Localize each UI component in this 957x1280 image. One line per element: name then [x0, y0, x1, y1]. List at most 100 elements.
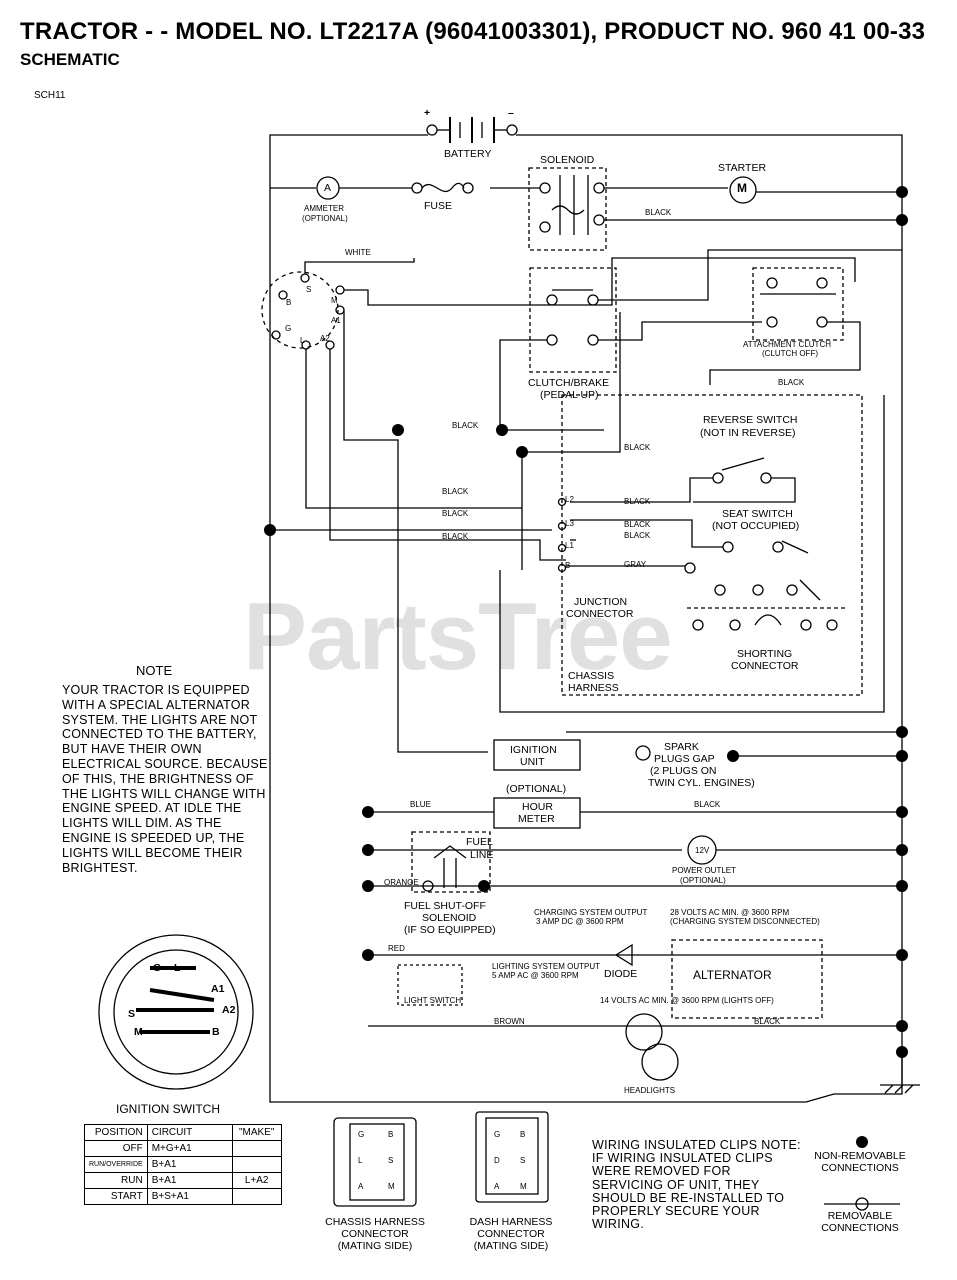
dash-pin-d: D [494, 1156, 500, 1165]
table-cell: RUN/OVERRIDE [84, 1156, 148, 1173]
chassis-label: CHASSIS [568, 670, 615, 682]
power-outlet-label: POWER OUTLET [672, 866, 737, 875]
legend-removable: REMOVABLE [827, 1210, 893, 1222]
headlights-label: HEADLIGHTS [624, 1086, 676, 1095]
dash-connector-outline [475, 1111, 549, 1203]
pin-a1: A1 [331, 316, 341, 325]
chassis-connector-label3: (MATING SIDE) [337, 1240, 413, 1252]
chassis-pin-b: B [388, 1130, 394, 1139]
dash-pin-a: A [494, 1182, 500, 1191]
table-cell [231, 1140, 282, 1157]
junction-pin-l2: L2 [565, 495, 574, 504]
table-row: START B+S+A1 [84, 1188, 282, 1205]
chassis-pin-a: A [358, 1182, 364, 1191]
ignition-unit-label2: UNIT [520, 756, 545, 768]
spark-gap-label: PLUGS GAP [654, 753, 715, 765]
solenoid-label: SOLENOID [540, 154, 595, 166]
note-text: YOUR TRACTOR IS EQUIPPED WITH A SPECIAL … [62, 683, 268, 875]
battery-symbol [426, 117, 518, 143]
table-row: RUN B+A1 L+A2 [84, 1172, 282, 1189]
table-cell: L+A2 [231, 1172, 282, 1189]
battery-label: BATTERY [444, 148, 492, 160]
spark-label: SPARK [664, 741, 699, 753]
fuel-line-label: LINE [470, 849, 494, 861]
wire-black-11: BLACK [754, 1017, 781, 1026]
hour-meter-optional: (OPTIONAL) [506, 783, 567, 795]
lighting-output-label: LIGHTING SYSTEM OUTPUT [492, 962, 601, 971]
wire-orange: ORANGE [384, 878, 419, 887]
chassis-connector-label: CHASSIS HARNESS [325, 1216, 425, 1228]
junction-pin-l3: L3 [565, 519, 574, 528]
pin-s: S [306, 285, 312, 294]
wire-black-8: BLACK [624, 531, 651, 540]
clips-note: WIRING INSULATED CLIPS NOTE: IF WIRING I… [592, 1138, 801, 1232]
not-occupied-label: (NOT OCCUPIED) [712, 520, 800, 532]
battery-minus-label: – [508, 107, 514, 119]
table-cell: B+A1 [146, 1156, 233, 1173]
power-outlet-optional: (OPTIONAL) [680, 876, 726, 885]
junction-connector-label: CONNECTOR [566, 608, 634, 620]
shorting-connector-label: CONNECTOR [731, 660, 799, 672]
table-header: CIRCUIT [146, 1124, 233, 1141]
watermark: PartsTree [243, 583, 673, 690]
table-header: "MAKE" [231, 1124, 282, 1141]
starter-motor-letter: M [737, 181, 747, 195]
hour-meter-label2: METER [518, 813, 555, 825]
12v-label: 12V [695, 846, 710, 855]
switch-terminal-l: L [174, 962, 181, 974]
dash-connector-label2: CONNECTOR [477, 1228, 545, 1240]
wire-black-5: BLACK [442, 532, 469, 541]
wire-black-4: BLACK [442, 509, 469, 518]
page-title: TRACTOR - - MODEL NO. LT2217A (960410033… [20, 18, 926, 45]
fuse-label: FUSE [424, 200, 453, 212]
wire-black-3: BLACK [442, 487, 469, 496]
attachment-clutch-label: ATTACHMENT CLUTCH [743, 340, 831, 349]
table-header: POSITION [84, 1124, 148, 1141]
ignition-switch-label: IGNITION SWITCH [116, 1102, 220, 1116]
wire-gray: GRAY [624, 560, 647, 569]
wire-blue: BLUE [410, 800, 431, 809]
light-switch-box [397, 964, 463, 1006]
ignition-switch-table: POSITION CIRCUIT "MAKE" OFF M+G+A1 RUN/O… [84, 1124, 282, 1205]
main-frame [269, 134, 903, 1103]
legend-non-removable: NON-REMOVABLE [814, 1150, 906, 1162]
switch-terminal-g: G [153, 962, 162, 974]
pin-b: B [286, 298, 292, 307]
wire-brown: BROWN [494, 1017, 525, 1026]
seat-switch-label: SEAT SWITCH [722, 508, 793, 520]
lights-ac-label: 14 VOLTS AC MIN. @ 3600 RPM (LIGHTS OFF) [600, 996, 774, 1005]
clutch-brake-label: CLUTCH/BRAKE [528, 377, 610, 389]
safety-switch-box [561, 394, 863, 696]
harness-label: HARNESS [568, 682, 619, 694]
ignition-unit-label: IGNITION [510, 744, 557, 756]
legend-removable2: CONNECTIONS [821, 1222, 899, 1234]
switch-terminal-m: M [134, 1026, 143, 1038]
dash-pin-g: G [494, 1130, 501, 1139]
ac-min-label2: (CHARGING SYSTEM DISCONNECTED) [670, 917, 820, 926]
junction-label: JUNCTION [574, 596, 628, 608]
sheet-id: SCH11 [34, 90, 66, 101]
wire-black-7: BLACK [624, 520, 651, 529]
diode-symbol [614, 943, 633, 967]
wire-black-10: BLACK [694, 800, 721, 809]
pin-m: M [331, 296, 338, 305]
table-row: OFF M+G+A1 [84, 1140, 282, 1157]
table-cell: RUN [84, 1172, 148, 1189]
legend-non-removable2: CONNECTIONS [821, 1162, 899, 1174]
spark-plugs-label: (2 PLUGS ON [650, 765, 717, 777]
shorting-label: SHORTING [737, 648, 793, 660]
hour-meter-box [493, 797, 581, 829]
ac-min-label: 28 VOLTS AC MIN. @ 3600 RPM [670, 908, 790, 917]
ammeter-label: AMMETER [304, 204, 344, 213]
hour-meter-label: HOUR [522, 801, 553, 813]
dash-connector-label3: (MATING SIDE) [473, 1240, 549, 1252]
wire-black-1: BLACK [452, 421, 479, 430]
table-cell [231, 1188, 282, 1205]
switch-terminal-a2: A2 [222, 1004, 236, 1016]
chassis-pin-s: S [388, 1156, 394, 1165]
ignition-unit-box [493, 739, 581, 771]
battery-plus-label: + [424, 107, 431, 119]
chassis-pin-m: M [388, 1182, 395, 1191]
ammeter-optional: (OPTIONAL) [302, 214, 348, 223]
